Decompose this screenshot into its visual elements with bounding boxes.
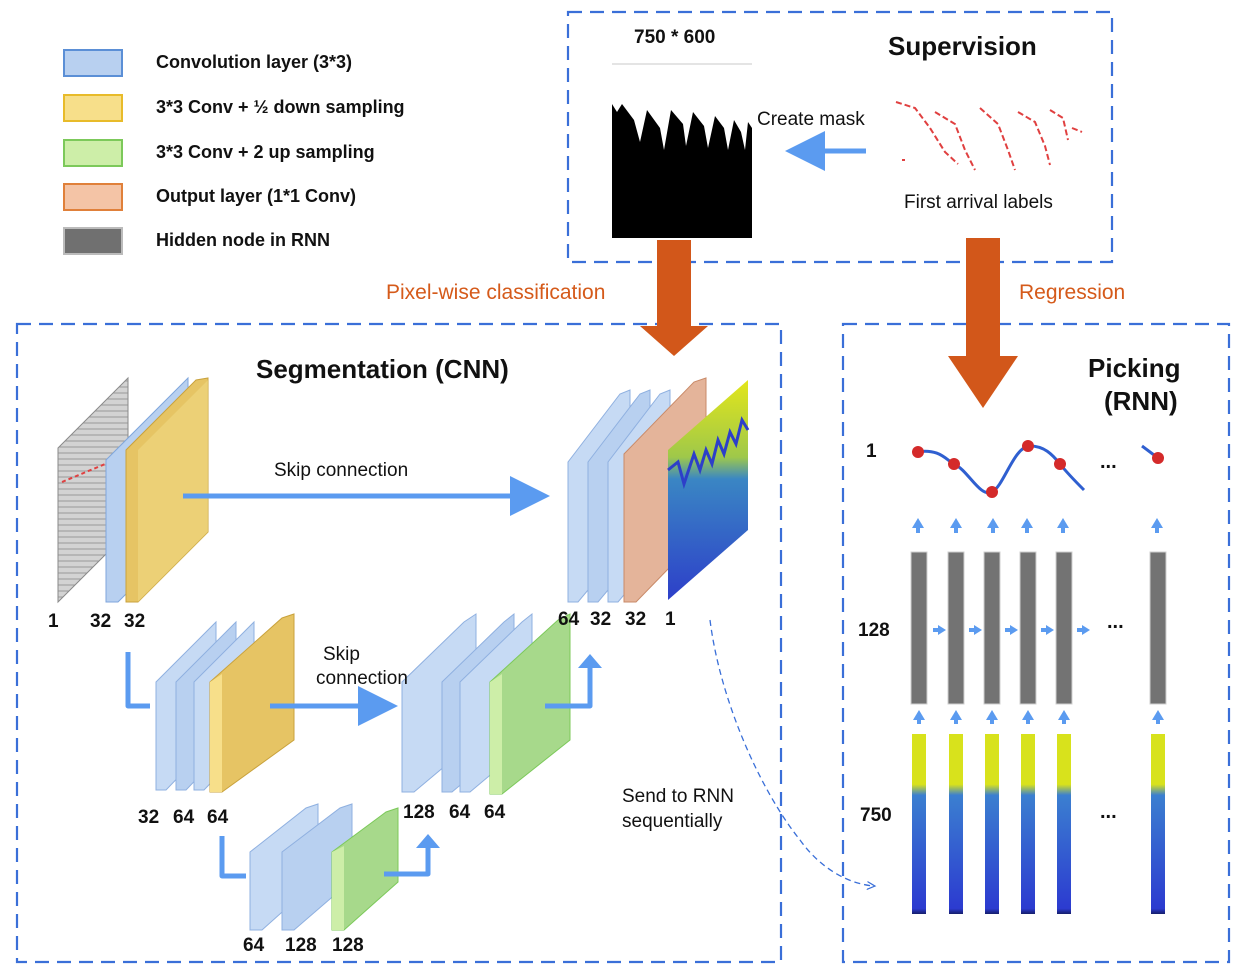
enc2-channel-label: 32 [138,807,160,828]
legend-swatch-down [63,94,123,122]
rnn-ellipsis-hidden: ... [1107,611,1124,633]
enc1-channel-label: 1 [48,611,59,632]
legend [63,49,123,255]
legend-label-hidden: Hidden node in RNN [156,230,330,250]
dec1-channel-label: 64 [558,609,580,630]
dec1-channel-label: 1 [665,609,676,630]
legend-swatch-up [63,139,123,167]
segmentation-title: Segmentation (CNN) [256,354,509,384]
enc1-channel-label: 32 [124,611,146,632]
picking-panel [841,322,1231,964]
picking-title-line1: Picking [1088,353,1181,383]
create-mask-label: Create mask [757,109,865,130]
dec2-to-dec1-arrow [545,666,593,709]
dec2-channel-label: 64 [484,802,506,823]
send-to-rnn-label-line2: sequentially [622,811,723,832]
legend-label-output: Output layer (1*1 Conv) [156,186,357,206]
first-arrival-label: First arrival labels [904,192,1053,213]
supervision-panel [566,10,1114,264]
enc2-to-bottom-arrow [219,836,246,879]
first-arrival-picks [895,101,1083,171]
mask-image [612,63,752,238]
dec1-segmentation-map [667,380,750,600]
picking-title-line2: (RNN) [1104,386,1178,416]
rnn-ellipsis-output: ... [1100,451,1117,473]
skip-connection-2-label-line2: connection [316,668,408,689]
legend-swatch-conv [63,49,123,77]
segmentation-panel [15,322,783,964]
legend-swatch-output [63,183,123,211]
enc2-channel-label: 64 [173,807,195,828]
bottom-channel-label: 128 [285,935,317,956]
enc2-channel-label: 64 [207,807,229,828]
send-to-rnn-label-line1: Send to RNN [622,786,734,807]
rnn-output-curve [912,440,1164,498]
rnn-hidden-nodes [910,551,1167,705]
enc1-to-enc2-arrow [125,652,150,709]
enc1-channel-label: 32 [90,611,112,632]
legend-label-up: 3*3 Conv + 2 up sampling [156,142,375,162]
regression-arrow [948,238,1018,408]
legend-swatch-hidden [63,227,123,255]
dec2-channel-label: 64 [449,802,471,823]
supervision-title: Supervision [888,31,1037,61]
bottom-channel-label: 64 [243,935,265,956]
dec1-channel-label: 32 [625,609,647,630]
send-to-rnn-arrow [709,619,874,886]
legend-label-down: 3*3 Conv + ½ down sampling [156,97,405,117]
dec2-channel-label: 128 [403,802,435,823]
rnn-up-arrows-top [912,518,1163,533]
rnn-row-label-hidden: 128 [858,620,890,641]
rnn-row-label-input: 750 [860,805,892,826]
skip-connection-1-label: Skip connection [274,460,409,481]
pixel-wise-label: Pixel-wise classification [386,281,606,304]
bottom-to-dec2-arrow [384,846,431,877]
bottom-channel-label: 128 [332,935,364,956]
legend-label-conv: Convolution layer (3*3) [156,52,353,72]
regression-label: Regression [1019,281,1126,304]
mask-size-label: 750 * 600 [634,27,716,48]
rnn-recurrent-arrows [933,625,1090,635]
rnn-input-columns [912,734,1165,914]
skip-connection-2-label-line1: Skip [323,644,360,665]
rnn-up-arrows-bottom [913,710,1164,724]
rnn-row-label-output: 1 [866,441,877,462]
pixel-wise-arrow [640,240,708,356]
dec1-channel-label: 32 [590,609,612,630]
rnn-ellipsis-input: ... [1100,801,1117,823]
